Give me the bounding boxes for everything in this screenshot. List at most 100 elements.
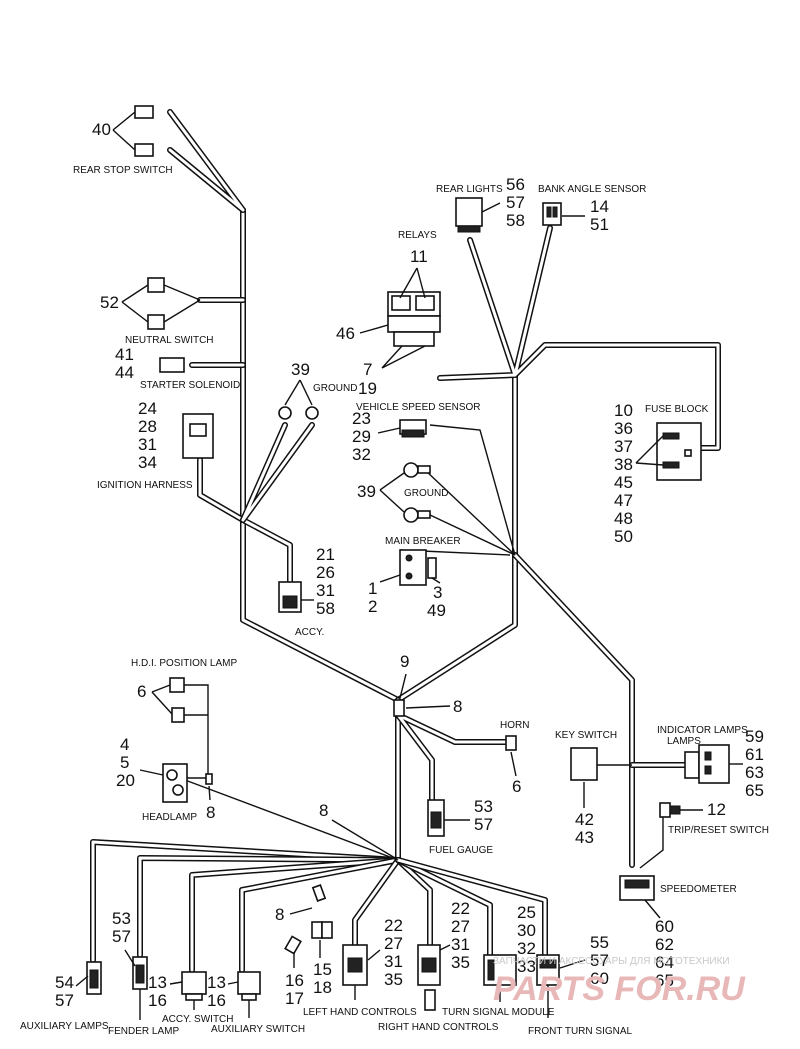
svg-text:30: 30 [517,921,536,940]
svg-text:31: 31 [384,952,403,971]
neutral-switch: 52 NEUTRAL SWITCH [100,277,214,346]
svg-text:27: 27 [451,917,470,936]
svg-text:17: 17 [285,989,304,1008]
junction-9: 9 8 [393,652,462,717]
svg-text:27: 27 [384,934,403,953]
svg-text:8: 8 [275,905,284,924]
svg-text:60: 60 [655,917,674,936]
horn: HORN 6 [500,720,529,796]
svg-text:31: 31 [138,435,157,454]
svg-text:4: 4 [120,735,129,754]
svg-text:BANK ANGLE SENSOR: BANK ANGLE SENSOR [538,184,646,195]
svg-text:56: 56 [506,175,525,194]
ground-ring-icon [403,507,419,523]
svg-text:65: 65 [745,781,764,800]
speedometer: SPEEDOMETER 60 62 64 65 [619,875,737,990]
svg-text:58: 58 [506,211,525,230]
svg-text:28: 28 [138,417,157,436]
fuse-block: FUSE BLOCK 10 36 37 38 45 47 48 50 [614,401,709,546]
svg-text:62: 62 [655,935,674,954]
svg-text:47: 47 [614,491,633,510]
svg-text:ACCY.: ACCY. [295,627,324,638]
svg-text:19: 19 [358,379,377,398]
svg-text:53: 53 [112,909,131,928]
svg-text:54: 54 [55,973,74,992]
starter-solenoid: 41 44 STARTER SOLENOID [115,345,240,391]
svg-text:22: 22 [451,899,470,918]
svg-text:52: 52 [100,293,119,312]
vehicle-speed-sensor: VEHICLE SPEED SENSOR 23 29 32 [352,402,480,464]
svg-text:18: 18 [313,978,332,997]
svg-text:57: 57 [590,951,609,970]
svg-text:REAR LIGHTS: REAR LIGHTS [436,184,503,195]
svg-text:8: 8 [206,803,215,822]
svg-text:1: 1 [368,579,377,598]
svg-text:60: 60 [590,969,609,988]
svg-text:35: 35 [451,953,470,972]
svg-text:NEUTRAL SWITCH: NEUTRAL SWITCH [125,335,214,346]
svg-text:FENDER LAMP: FENDER LAMP [108,1026,179,1037]
svg-text:16: 16 [148,991,167,1010]
trip-reset-switch: 12 TRIP/RESET SWITCH [639,800,769,869]
svg-text:2: 2 [368,597,377,616]
svg-text:31: 31 [316,581,335,600]
svg-text:59: 59 [745,727,764,746]
svg-text:51: 51 [590,215,609,234]
svg-text:41: 41 [115,345,134,364]
svg-text:22: 22 [384,916,403,935]
svg-text:HORN: HORN [500,720,529,731]
svg-text:23: 23 [352,409,371,428]
svg-text:57: 57 [474,815,493,834]
svg-text:46: 46 [336,324,355,343]
svg-text:6: 6 [512,777,521,796]
svg-text:63: 63 [745,763,764,782]
svg-text:7: 7 [363,360,372,379]
relays: RELAYS 11 46 7 19 [336,230,441,398]
indicator-lamps: INDICATOR LAMPS LAMPS 59 61 63 65 [657,725,764,800]
ground-top: 39 GROUND [278,360,357,420]
front-turn-signal: 55 57 60 FRONT TURN SIGNAL [528,933,633,1037]
svg-text:ACCY. SWITCH: ACCY. SWITCH [162,1014,234,1025]
svg-text:64: 64 [655,953,674,972]
right-hand-controls: 22 27 31 35 RIGHT HAND CONTROLS [378,899,499,1033]
svg-text:44: 44 [115,363,134,382]
svg-text:37: 37 [614,437,633,456]
svg-text:GROUND: GROUND [313,383,357,394]
fender-lamp: 53 57 FENDER LAMP [108,909,179,1037]
svg-text:29: 29 [352,427,371,446]
svg-text:TRIP/RESET SWITCH: TRIP/RESET SWITCH [668,825,769,836]
svg-text:65: 65 [655,971,674,990]
svg-text:50: 50 [614,527,633,546]
ground-ring-icon [278,406,292,420]
svg-text:RELAYS: RELAYS [398,230,437,241]
main-breaker: MAIN BREAKER 1 2 3 49 [368,536,461,620]
svg-text:38: 38 [614,455,633,474]
svg-text:6: 6 [137,682,146,701]
svg-text:32: 32 [352,445,371,464]
svg-text:26: 26 [316,563,335,582]
svg-text:24: 24 [138,399,157,418]
svg-text:57: 57 [55,991,74,1010]
svg-text:INDICATOR LAMPS: INDICATOR LAMPS [657,725,748,736]
svg-text:8: 8 [319,801,328,820]
accy-switch: 13 16 ACCY. SWITCH [148,971,234,1025]
svg-text:13: 13 [148,973,167,992]
svg-text:15: 15 [313,960,332,979]
svg-text:31: 31 [451,935,470,954]
svg-text:KEY SWITCH: KEY SWITCH [555,730,617,741]
svg-text:GROUND: GROUND [404,488,448,499]
svg-text:REAR STOP SWITCH: REAR STOP SWITCH [73,165,173,176]
headlamp: 4 5 20 8 HEADLAMP [116,735,215,823]
ground-mid: 39 GROUND [357,462,448,523]
svg-text:33: 33 [517,957,536,976]
svg-text:12: 12 [707,800,726,819]
svg-text:3: 3 [433,583,442,602]
svg-text:61: 61 [745,745,764,764]
svg-text:8: 8 [453,697,462,716]
rear-stop-switch: 40 REAR STOP SWITCH [73,105,173,176]
ignition-harness: 24 28 31 34 IGNITION HARNESS [97,399,214,491]
svg-text:16: 16 [285,971,304,990]
svg-text:39: 39 [291,360,310,379]
svg-text:RIGHT HAND CONTROLS: RIGHT HAND CONTROLS [378,1022,499,1033]
svg-text:ЗАПЧАСТИ И АКСЕССУАРЫ ДЛЯ МОТО: ЗАПЧАСТИ И АКСЕССУАРЫ ДЛЯ МОТОТЕХНИКИ [493,956,730,967]
